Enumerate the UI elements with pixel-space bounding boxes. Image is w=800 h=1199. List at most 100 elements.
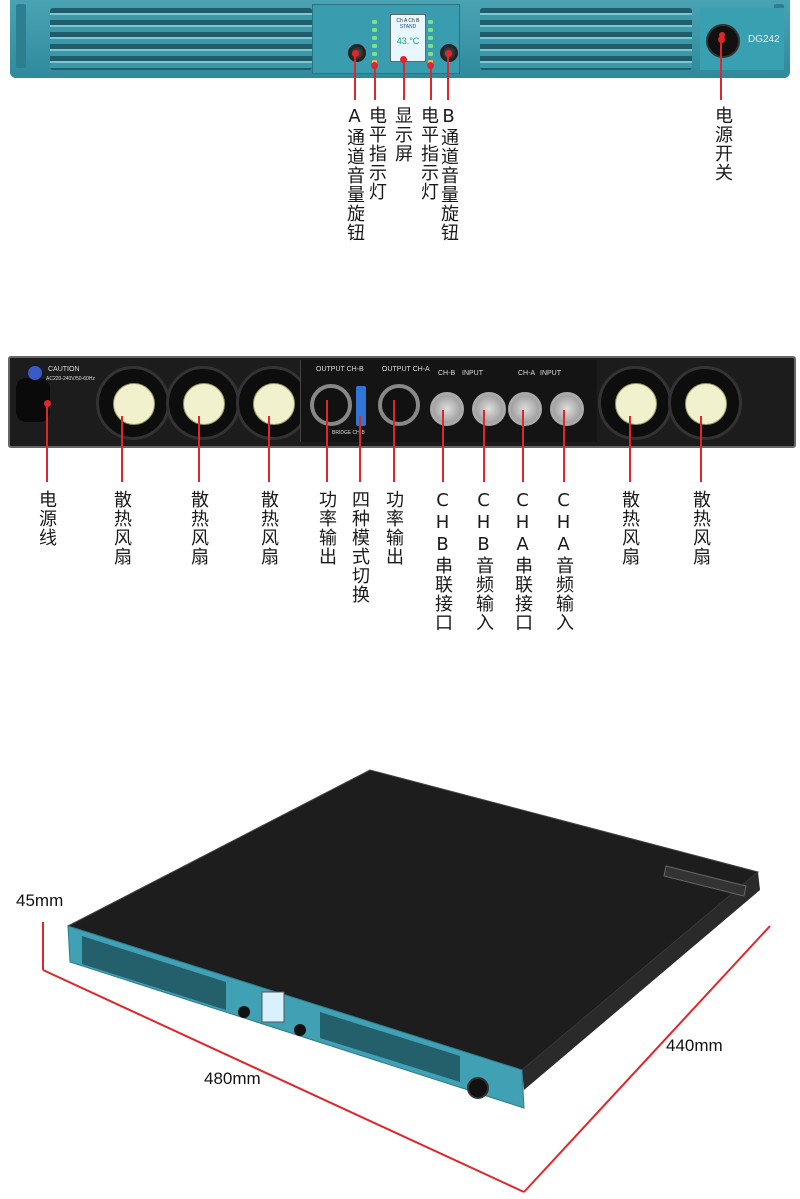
level-led-b (428, 36, 433, 40)
label-fan-2: 散热风扇 (188, 490, 209, 566)
fan-icon-4 (598, 366, 672, 440)
power-indicator-icon (719, 32, 725, 38)
xlr-cha-input-icon[interactable] (550, 392, 584, 426)
mode-switch-line (359, 416, 361, 482)
a-volume-marker (352, 50, 359, 57)
dim-width-text: 480mm (204, 1069, 261, 1088)
a-volume-line (354, 55, 356, 100)
label-level-a: 电平指示灯 (366, 106, 387, 201)
cha-link-line (522, 410, 524, 482)
left-rack-ear (16, 4, 26, 68)
lcd-temp: 43.°C (396, 36, 420, 46)
chb-input-line (483, 410, 485, 482)
label-level-b: 电平指示灯 (418, 106, 439, 201)
chassis-display (261, 991, 285, 1023)
power-cord-marker (44, 400, 51, 407)
label-mode-switch: 四种模式切换 (349, 490, 370, 604)
label-power-out-a: 功率输出 (383, 490, 404, 566)
label-chb-input: CHB音频输入 (473, 490, 494, 632)
label-cha-input: CHA音频输入 (553, 490, 574, 632)
output-b-text: OUTPUT CH-B (316, 366, 364, 373)
input-b-text: INPUT (462, 370, 483, 377)
chassis-grille-right (320, 1012, 460, 1082)
chassis-top-plate (66, 769, 760, 1071)
level-a-marker (371, 62, 378, 69)
label-b-volume: B通道音量旋钮 (438, 106, 459, 242)
fan-icon-1 (96, 366, 170, 440)
level-a-line (374, 66, 376, 100)
level-led-a (372, 36, 377, 40)
dim-depth-line (523, 925, 771, 1193)
b-volume-line (447, 55, 449, 100)
chb-link-line (442, 410, 444, 482)
display-frame (312, 4, 460, 74)
voltage-text: AC220-240V/50-60Hz (46, 376, 95, 382)
display-line (403, 60, 405, 100)
power-switch-line (720, 40, 722, 100)
power-cord-line (46, 404, 48, 482)
level-led-a (372, 44, 377, 48)
level-led-b (428, 20, 433, 24)
label-power-out-b: 功率输出 (316, 490, 337, 566)
ch-a-text: CH-A (518, 370, 536, 377)
level-led-a (372, 20, 377, 24)
xlr-cha-link-icon[interactable] (508, 392, 542, 426)
left-grille (50, 8, 312, 70)
speakon-a-icon[interactable] (378, 384, 420, 426)
label-fan-1: 散热风扇 (111, 490, 132, 566)
input-a-text: INPUT (540, 370, 561, 377)
level-led-a (372, 28, 377, 32)
chassis-right-side (522, 872, 760, 1090)
level-led-b (428, 44, 433, 48)
speakon-b-icon[interactable] (310, 384, 352, 426)
fan-5-line (700, 416, 702, 482)
model-label: DG242 (748, 34, 780, 45)
label-display: 显示屏 (392, 106, 413, 163)
power-out-a-line (393, 400, 395, 482)
chassis-illustration (42, 769, 771, 1193)
ch-b-text: CH-B (438, 370, 456, 377)
level-b-marker (427, 62, 434, 69)
chassis-power-button (467, 1077, 489, 1099)
label-fan-5: 散热风扇 (690, 490, 711, 566)
label-power-cord: 电源线 (36, 490, 57, 547)
right-grille (480, 8, 692, 70)
chassis-knob-b (294, 1024, 306, 1036)
fan-icon-3 (236, 366, 310, 440)
rear-panel: CAUTION AC220-240V/50-60Hz OUTPUT CH-B O… (8, 356, 796, 448)
label-power-switch: 电源开关 (712, 106, 733, 182)
cha-input-line (563, 410, 565, 482)
fan-1-line (121, 416, 123, 482)
level-led-a (372, 52, 377, 56)
chassis-knob-a (238, 1006, 250, 1018)
fan-3-line (268, 416, 270, 482)
power-switch-marker (718, 36, 725, 43)
label-cha-link: CHA串联接口 (512, 490, 533, 632)
xlr-chb-link-icon[interactable] (430, 392, 464, 426)
output-a-text: OUTPUT CH-A (382, 366, 430, 373)
lcd-display: Ch A Ch B STAND 43.°C (390, 14, 426, 62)
bridge-text: BRIDGE CH-B (332, 430, 365, 436)
chassis-label-sticker (663, 865, 747, 897)
label-fan-4: 散热风扇 (619, 490, 640, 566)
dim-width-line (42, 969, 525, 1193)
level-led-b (428, 28, 433, 32)
label-a-volume: A通道音量旋钮 (344, 106, 365, 242)
level-b-line (430, 66, 432, 100)
dim-height-text: 45mm (16, 891, 64, 910)
dim-depth-text: 440mm (666, 1036, 723, 1055)
fan-icon-5 (668, 366, 742, 440)
caution-logo-icon (28, 366, 42, 380)
xlr-chb-input-icon[interactable] (472, 392, 506, 426)
fan-4-line (629, 416, 631, 482)
lcd-line1: Ch A Ch B (396, 18, 420, 24)
fan-icon-2 (166, 366, 240, 440)
power-out-b-line (326, 400, 328, 482)
lcd-line2: STAND (399, 24, 417, 30)
b-volume-marker (445, 50, 452, 57)
chassis-grille-left (82, 936, 226, 1010)
display-marker (400, 56, 407, 63)
fan-2-line (198, 416, 200, 482)
caution-text: CAUTION (48, 366, 80, 373)
mode-dip-switch[interactable] (356, 386, 366, 426)
